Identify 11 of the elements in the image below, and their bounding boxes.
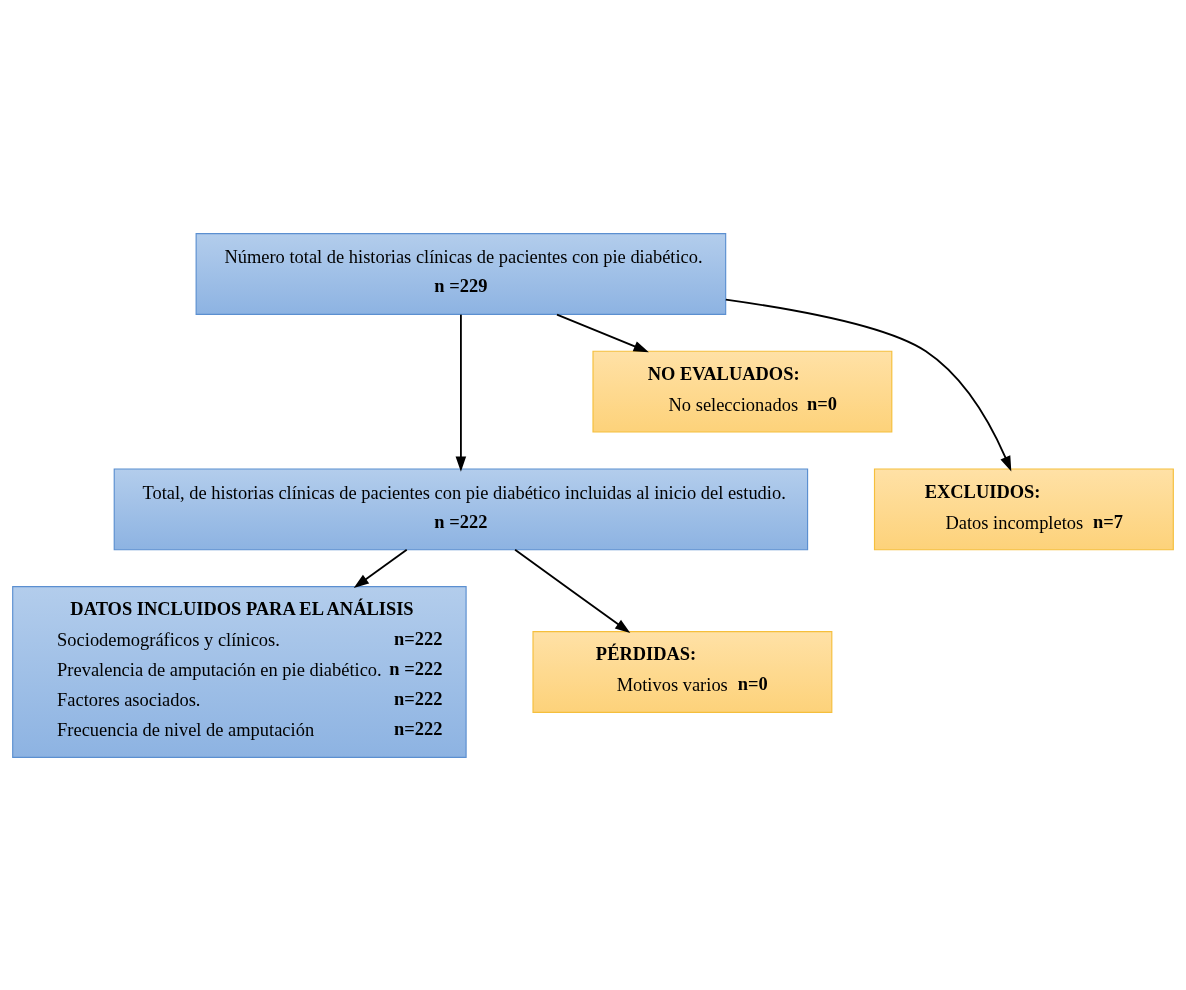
node-box: EXCLUIDOS: Datos incompletos n=7	[873, 467, 1174, 550]
arrow	[353, 548, 408, 588]
node-box: PÉRDIDAS: Motivos varios n=0	[532, 630, 833, 713]
arrow	[455, 313, 467, 472]
arrow	[724, 298, 1012, 471]
node-box: NO EVALUADOS: No seleccionados n=0	[592, 350, 893, 433]
node-box: Total, de historias clínicas de pacientes con pie diabético incluidas al inicio del estudio. n =222	[113, 467, 809, 550]
node-box: DATOS INCLUIDOS PARA EL ANÁLISIS Sociodemográficos y clínicos. n=222 Prevalencia de amputación en pie diabético. n =222 Factores asociados. n=222 Frecuencia de nivel de amputación n=222	[12, 585, 467, 758]
arrow	[556, 313, 649, 352]
node-box: Número total de historias clínicas de pacientes con pie diabético. n =229	[195, 232, 727, 315]
arrow	[514, 548, 631, 633]
